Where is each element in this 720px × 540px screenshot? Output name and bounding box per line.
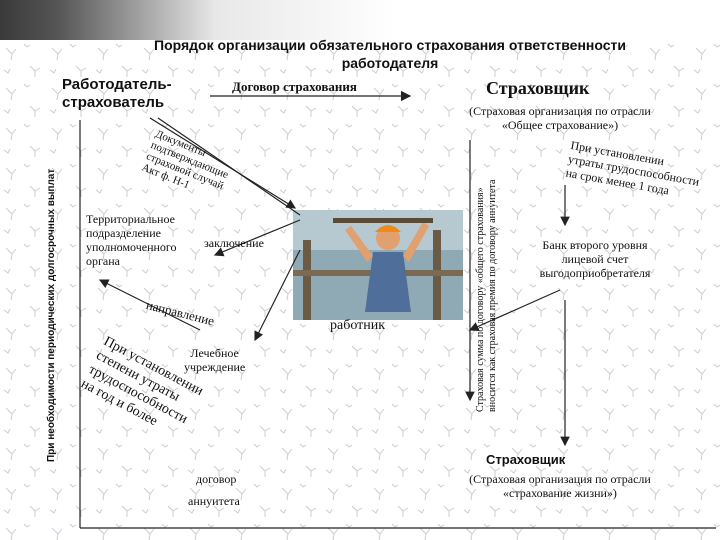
territorial-label: Территориальное подразделение уполномоче… bbox=[86, 212, 177, 268]
conclusion-arrow bbox=[213, 219, 301, 257]
payout-arrow bbox=[468, 289, 561, 331]
header-band bbox=[0, 0, 720, 40]
worker-photo bbox=[293, 210, 463, 320]
insurer-top-description: (Страховая организация по отрасли «Общее… bbox=[469, 104, 651, 132]
conclusion-line bbox=[157, 117, 301, 216]
medical-arrow bbox=[98, 279, 201, 331]
insurer-bottom-name: Страховщик bbox=[486, 452, 566, 467]
documents-arrow bbox=[149, 117, 297, 209]
insurance-sum-note: Страховая сумма по договору «общего стра… bbox=[475, 179, 498, 412]
page-title: Порядок организации обязательного страхо… bbox=[154, 37, 626, 71]
insurer-top-name: Страховщик bbox=[486, 78, 590, 98]
annuity-contract-label-1: договор bbox=[196, 472, 237, 486]
employer-label: Работодатель- страхователь bbox=[62, 76, 172, 111]
medical-institution-label: Лечебное учреждение bbox=[184, 346, 246, 374]
worker-label: работник bbox=[330, 318, 386, 333]
annuity-contract-label-2: аннуитета bbox=[188, 494, 240, 508]
contract-label: Договор страхования bbox=[232, 79, 357, 94]
insurer-bottom-description: (Страховая организация по отрасли «страх… bbox=[469, 472, 651, 500]
periodic-payments-note: При необходимости периодических долгосро… bbox=[46, 168, 57, 462]
bank-label: Банк второго уровня лицевой счет выгодоп… bbox=[539, 238, 651, 280]
conclusion-label: заключение bbox=[204, 236, 264, 250]
direction-arrow bbox=[254, 249, 301, 342]
